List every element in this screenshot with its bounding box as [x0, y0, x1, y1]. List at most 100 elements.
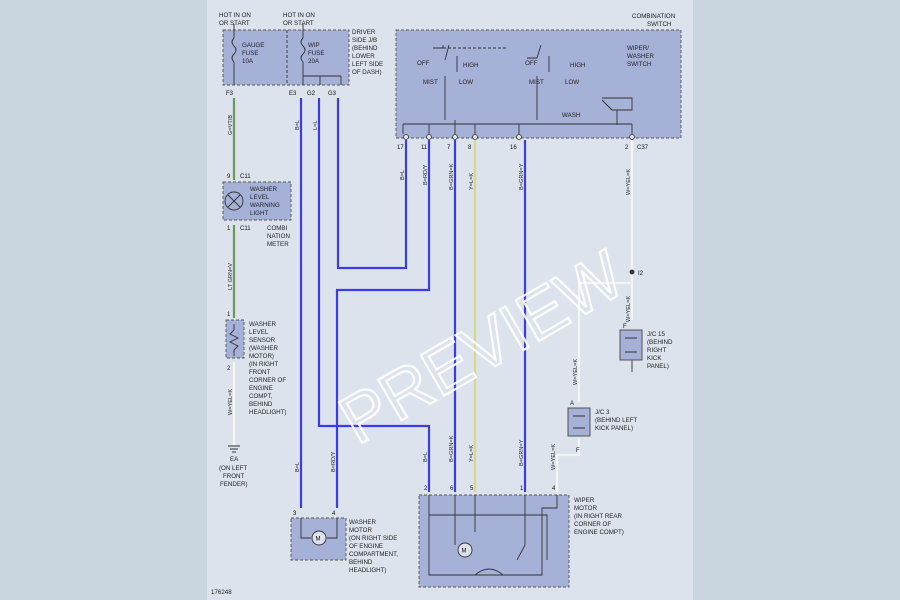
wiper-motor-pin-4: 4: [552, 486, 556, 492]
sensor-label-line6: (IN RIGHT: [249, 361, 278, 368]
meter-pin-top: 9: [227, 174, 231, 180]
combination-switch: [395, 29, 682, 139]
wire-label-lamp: LT GRN=V: [228, 263, 234, 290]
sw1-off: OFF: [417, 60, 430, 67]
gauge-fuse-symbol: [231, 37, 237, 63]
sensor-pin-1: 1: [227, 312, 231, 318]
power-left-line2: OR START: [219, 20, 250, 27]
lamp-label-line1: WASHER: [250, 186, 277, 193]
warning-light-filament: [227, 194, 241, 208]
wire-label-wp6: B=GRN=K: [449, 435, 455, 462]
wire-group: [232, 98, 634, 508]
combo-pin-11: 11: [421, 145, 428, 151]
wire-label-11: B=RD/Y: [423, 164, 429, 185]
wash-label: WASH: [562, 112, 580, 119]
wire-label-sensor: W=YEL=K: [228, 389, 234, 415]
sensor-label-line7: FRONT: [249, 369, 271, 376]
jb-pin-f3: F3: [226, 91, 234, 97]
sensor-label-line2: LEVEL: [249, 329, 269, 336]
wire-splice-jc3: [577, 281, 632, 402]
wire-label-jc3: W=YEL=K: [573, 359, 579, 385]
sensor-label-line4: (WASHER: [249, 345, 279, 352]
wiper-motor-label-line5: ENGINE COMPT): [574, 529, 624, 536]
sw1-low: LOW: [459, 79, 473, 86]
pin-8-ring: [472, 134, 478, 140]
jc15-pin: F: [623, 324, 627, 330]
wire-label-2: W=YEL=K: [626, 169, 632, 195]
jc15-label-line4: KICK: [647, 355, 662, 362]
wire-label-wp4: W=YEL=K: [551, 444, 557, 470]
jb-label-line2: SIDE J/B: [352, 37, 377, 44]
jc3-label-line1: J/C 3: [595, 409, 610, 416]
combo-switch-title-line2: SWITCH: [647, 21, 671, 28]
jb-pin-g2: G2: [307, 91, 316, 97]
meter-label-line1: COMBI: [267, 225, 288, 232]
combo-pin-7: 7: [447, 145, 451, 151]
pin-16-ring: [516, 134, 522, 140]
meter-connector-top: C11: [240, 174, 251, 180]
wiper-motor-symbol: M: [462, 549, 467, 555]
wire-label-wp2: B=L: [423, 452, 429, 462]
pin-17-ring: [403, 134, 409, 140]
wiper-switch-label-line2: WASHER: [627, 53, 654, 60]
wash-contact: [601, 97, 633, 125]
sensor-pin-2: 2: [227, 366, 231, 372]
gauge-fuse-line3: 10A: [242, 58, 254, 65]
washer-motor-pin-3: 3: [293, 511, 297, 517]
sensor-label-line5: MOTOR): [249, 353, 274, 360]
wire-label-e3: B=L: [295, 120, 301, 130]
sensor-label-line10: COMPT,: [249, 393, 273, 400]
wire-label-wm3: B=L: [295, 462, 301, 472]
wire-label-17: B=L: [400, 170, 406, 180]
wire-label-7: B=GRN=K: [449, 163, 455, 190]
pin-2-ring: [629, 134, 635, 140]
sensor-label-line12: HEADLIGHT): [249, 409, 286, 416]
wire-combo-11-washer-motor: [335, 140, 431, 508]
jc15-label-line1: J/C 15: [647, 331, 665, 338]
lamp-label-line2: LEVEL: [250, 194, 270, 201]
jc3-block: [567, 407, 591, 437]
wire-label-jc15: W=YEL=K: [626, 296, 632, 322]
wiper-motor-circuit: [428, 495, 558, 576]
wire-label-wp5: Y=L=K: [469, 445, 475, 462]
sw2-high: HIGH: [570, 62, 585, 69]
wip-fuse-line3: 20A: [308, 58, 320, 65]
ground-id: EA: [230, 456, 239, 463]
wire-g3-combo-17: [336, 98, 408, 270]
jc15-block: [619, 329, 643, 361]
sw2-mist: MIST: [529, 79, 544, 86]
lamp-label-line4: LIGHT: [250, 210, 268, 217]
washer-motor-label-line1: WASHER: [349, 519, 376, 526]
wiper-cam-icon: [474, 568, 504, 576]
ground-label-line1: (ON LEFT: [219, 465, 247, 472]
jc15-bus: [625, 337, 637, 353]
washer-motor-label-line7: HEADLIGHT): [349, 567, 386, 574]
jb-pin-e3: E3: [289, 91, 297, 97]
wiper-motor-label-line1: WIPER: [574, 497, 595, 504]
jb-label-line4: LOWER: [352, 53, 375, 60]
wire-label-f3: G=VT/B: [228, 115, 234, 135]
lamp-label-line3: WARNING: [250, 202, 280, 209]
wiring-diagram: HOT IN ON OR START HOT IN ON OR START GA…: [211, 12, 682, 596]
meter-label-line3: METER: [267, 241, 289, 248]
sensor-label-line3: SENSOR: [249, 337, 276, 344]
driver-side-jb: [222, 29, 350, 86]
washer-motor-icon: [311, 530, 327, 546]
combo-connector-c37: C37: [637, 145, 649, 151]
wire-label-8: Y=L=K: [469, 173, 475, 190]
figure-number: 176248: [211, 589, 232, 596]
jc15-label-line3: RIGHT: [647, 347, 666, 354]
wiper-motor-pin-6: 6: [450, 486, 454, 492]
wip-fuse-line1: WIP: [308, 42, 320, 49]
wip-fuse-bus: [302, 62, 342, 85]
jc3-pin-bottom: F: [576, 448, 580, 454]
sensor-label-line11: BEHIND: [249, 401, 273, 408]
ground-label-line2: FRONT: [223, 473, 245, 480]
washer-motor-symbol: M: [316, 537, 321, 543]
jb-label-line3: (BEHIND: [352, 45, 378, 52]
wiper-motor-label-line3: (IN RIGHT REAR: [574, 513, 623, 520]
combo-pin-8: 8: [468, 145, 472, 151]
warning-light-icon: [224, 191, 244, 211]
ground-icon: [228, 445, 240, 453]
wiper-motor-pin-1: 1: [520, 486, 524, 492]
